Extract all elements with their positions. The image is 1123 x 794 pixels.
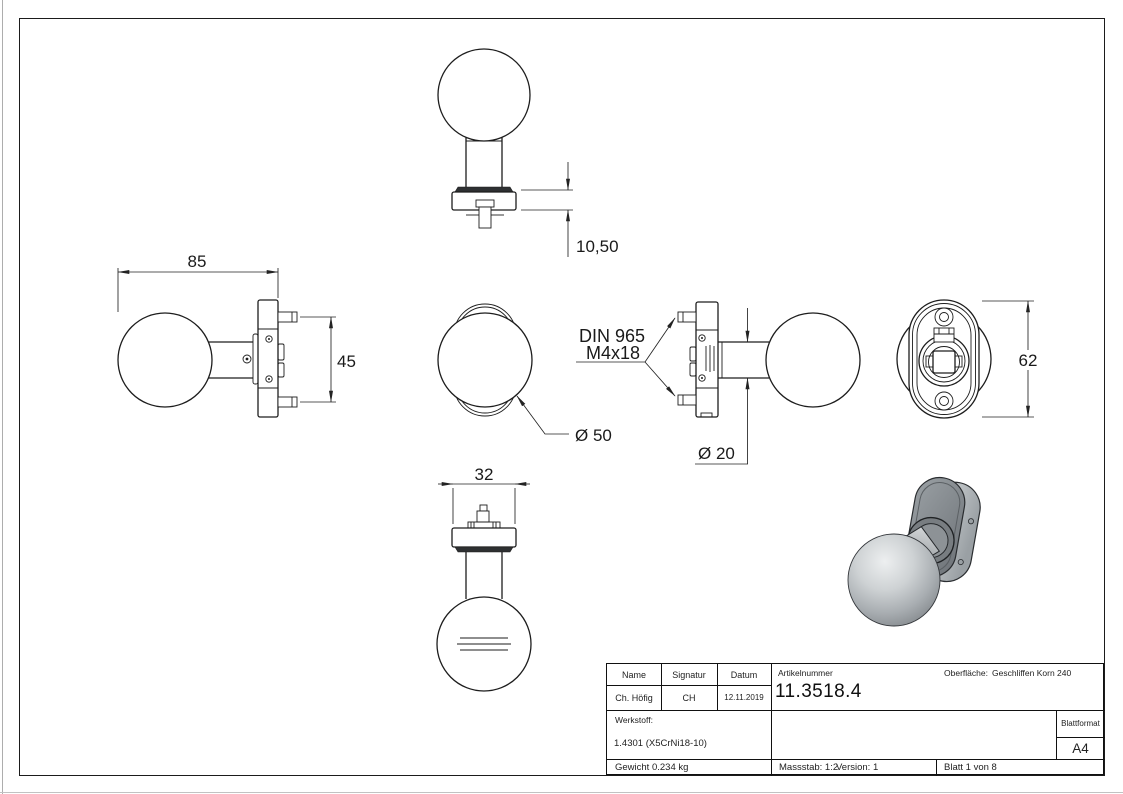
dim-flange-height: 10,50 [576, 237, 619, 256]
tb-werkstoff-label: Werkstoff: [615, 715, 653, 725]
screw-hole-bottom [934, 391, 954, 411]
rim-screw-top [967, 518, 974, 525]
tb-artikelnummer-value: 11.3518.4 [775, 681, 862, 702]
flange-lip [454, 546, 514, 553]
tb-name-label: Name [621, 669, 646, 680]
ball-3d [847, 533, 941, 627]
set-screw [242, 354, 252, 364]
tb-datum-value: 12.11.2019 [724, 693, 764, 702]
mounting-screw-top [677, 311, 697, 323]
tb-blattformat-label: Blattformat [1061, 719, 1100, 728]
mounting-screw-bottom [277, 396, 298, 408]
dim-rosette-height: 62 [1019, 351, 1038, 370]
mounting-screw-top [277, 311, 298, 323]
screw-hole-top [934, 307, 954, 327]
knob-flange [451, 527, 517, 548]
spindle [476, 510, 490, 523]
page-edge-bottom [0, 792, 1123, 793]
tb-werkstoff-value: 1.4301 (X5CrNi18-10) [614, 738, 707, 749]
sheet-border-frame [19, 18, 1105, 776]
dim-rosette-width: 32 [475, 465, 494, 484]
tb-gewicht: Gewicht 0.234 kg [615, 762, 689, 773]
dim-neck-diameter: Ø 20 [698, 444, 735, 463]
tb-blattformat-value: A4 [1072, 740, 1089, 756]
tb-signatur-value: CH [682, 692, 696, 703]
view-front-ball: Ø 50 DIN 965 M4x18 [437, 303, 676, 445]
rosette-plate-side [695, 301, 719, 418]
spindle [478, 206, 492, 229]
tb-signatur-label: Signatur [672, 669, 706, 680]
tb-blatt: Blatt 1 von 8 [944, 762, 997, 773]
tb-datum-label: Datum [730, 669, 758, 680]
knob-ball-outline [117, 312, 213, 408]
view-top-knob: 10,50 [437, 48, 619, 257]
knob-ball-outline [765, 312, 861, 408]
knob-ball-outline [437, 312, 533, 408]
view-bottom-knob: 32 [436, 465, 532, 692]
note-screw-size: M4x18 [586, 343, 640, 363]
mounting-screw-bottom [677, 394, 697, 406]
flange-lip [454, 186, 514, 193]
tb-artikelnummer-label: Artikelnummer [778, 668, 833, 678]
knob-ball-outline [437, 48, 531, 142]
view-back-rosette: 62 [896, 299, 1038, 419]
rim-screw-bottom [957, 559, 964, 566]
note-screw-standard: DIN 965 [579, 326, 645, 346]
dim-overall-length: 85 [188, 252, 207, 271]
tb-version: Version: 1 [836, 762, 879, 773]
view-3d-render [847, 476, 981, 627]
view-left-side: 85 45 [117, 252, 356, 418]
tb-massstab: Massstab: 1:2 [779, 762, 839, 773]
tb-oberflaeche-label: Oberfläche: [944, 668, 988, 678]
view-right-side: Ø 20 [677, 301, 861, 465]
page-edge-left [2, 0, 3, 794]
rosette-plate-side [257, 299, 279, 418]
title-block: Name Signatur Datum Ch. Höfig CH 12.11.2… [606, 663, 1105, 776]
tb-name-value: Ch. Höfig [615, 692, 653, 703]
rosette-outline [908, 299, 980, 419]
dim-ball-diameter: Ø 50 [575, 426, 612, 445]
dim-pin-spacing: 45 [337, 352, 356, 371]
tb-oberflaeche-value: Geschliffen Korn 240 [992, 668, 1072, 678]
